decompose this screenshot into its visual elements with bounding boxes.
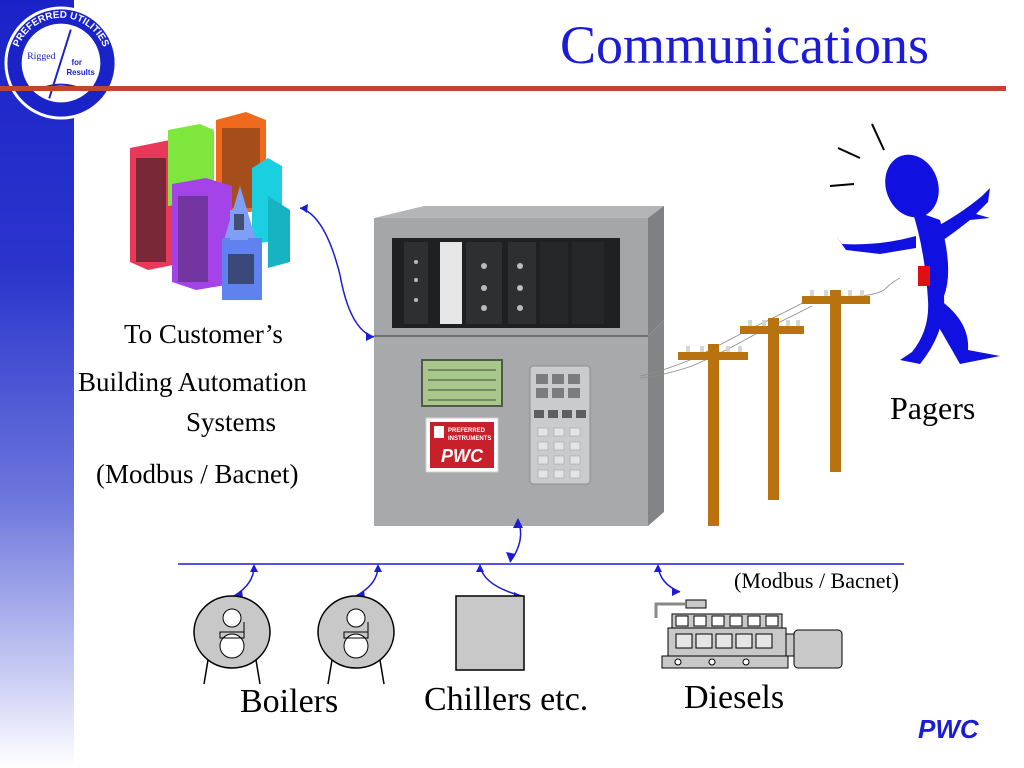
bms-connector bbox=[299, 207, 375, 338]
badge-brand: PWC bbox=[441, 446, 484, 466]
badge-line-2: INSTRUMENTS bbox=[448, 436, 491, 442]
logo-left-word: Rigged bbox=[27, 51, 55, 62]
customer-label-line-3: Systems bbox=[186, 407, 277, 437]
bus-drop-connectors bbox=[233, 565, 681, 597]
diesels-label: Diesels bbox=[684, 679, 785, 716]
buildings-illustration bbox=[130, 112, 290, 300]
customer-protocol-label: (Modbus / Bacnet) bbox=[96, 459, 299, 489]
utility-poles bbox=[678, 290, 870, 526]
chiller-illustration bbox=[455, 595, 525, 671]
diesel-engine-illustration bbox=[654, 599, 843, 669]
slide-title: Communications bbox=[560, 15, 929, 75]
boiler-2-illustration bbox=[317, 595, 395, 685]
logo-right-word-2: Results bbox=[66, 68, 95, 77]
pager-figure bbox=[829, 123, 1000, 364]
logo-right-word-1: for bbox=[71, 58, 81, 67]
customer-label-line-1: To Customer’s bbox=[124, 319, 283, 349]
boilers-label: Boilers bbox=[240, 683, 339, 720]
sidebar-gradient bbox=[0, 0, 74, 768]
pagers-label: Pagers bbox=[890, 390, 976, 426]
pwc-controller-cabinet: PREFERRED INSTRUMENTS PWC bbox=[374, 206, 664, 526]
badge-line-1: PREFERRED bbox=[448, 428, 486, 434]
chillers-label: Chillers etc. bbox=[424, 681, 589, 718]
customer-label-line-2: Building Automation bbox=[78, 367, 307, 397]
footer-brand-logo: PWC bbox=[918, 714, 979, 744]
boiler-1-illustration bbox=[193, 595, 271, 685]
title-divider bbox=[0, 86, 1006, 91]
bus-protocol-label: (Modbus / Bacnet) bbox=[734, 568, 899, 593]
